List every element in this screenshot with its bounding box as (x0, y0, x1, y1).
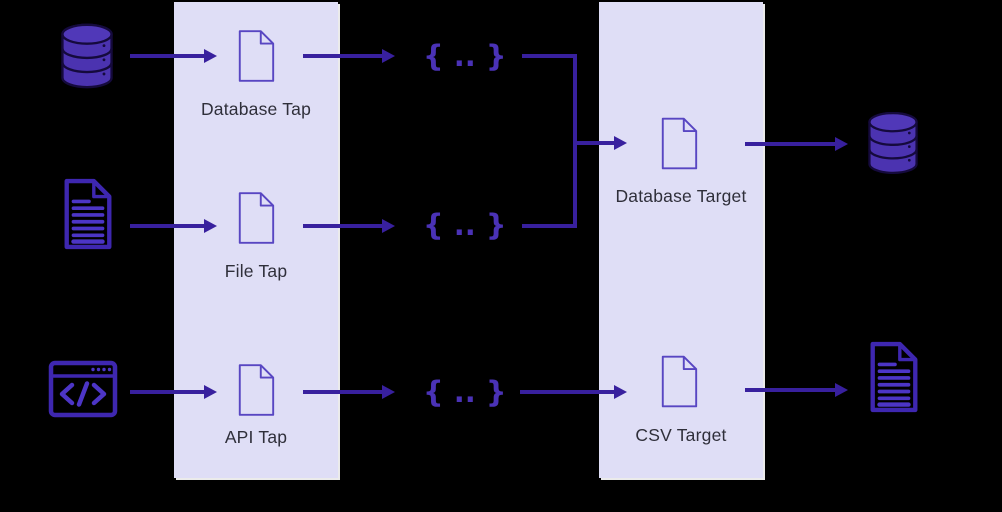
flow-arrow-target-to-database (745, 137, 848, 151)
tap-label-api: API Tap (224, 427, 288, 447)
flow-arrow-database-to-tap (130, 49, 217, 63)
target-label-database: Database Target (615, 186, 747, 206)
flow-arrow-tap-to-json (303, 385, 395, 399)
flow-arrow-api-to-tap (130, 385, 217, 399)
source-database-icon (56, 22, 118, 95)
flow-arrow-tap-to-json (303, 219, 395, 233)
json-message-glyph: { .. } (423, 208, 507, 242)
flow-arrow-target-to-csv-file (745, 383, 848, 397)
merge-connector-vertical (573, 54, 577, 228)
json-message-glyph: { .. } (423, 39, 507, 73)
target-document-icon (658, 353, 700, 415)
output-csv-file-icon (864, 338, 924, 421)
source-file-icon (58, 176, 118, 257)
flow-arrow-merge-to-database-target (577, 136, 627, 150)
flow-arrow-tap-to-json (303, 49, 395, 63)
flow-arrow-json-to-csv-target (520, 385, 627, 399)
tap-label-file: File Tap (224, 261, 288, 281)
merge-connector-bottom (522, 224, 577, 228)
merge-connector-top (522, 54, 577, 58)
tap-document-icon (235, 362, 277, 423)
target-document-icon (658, 115, 700, 177)
tap-document-icon (235, 190, 277, 251)
target-label-csv: CSV Target (635, 425, 727, 445)
source-api-icon (48, 360, 118, 423)
tap-label-database: Database Tap (200, 99, 312, 119)
flow-arrow-file-to-tap (130, 219, 217, 233)
json-message-glyph: { .. } (423, 375, 507, 409)
tap-document-icon (235, 28, 277, 89)
output-database-icon (864, 108, 922, 183)
